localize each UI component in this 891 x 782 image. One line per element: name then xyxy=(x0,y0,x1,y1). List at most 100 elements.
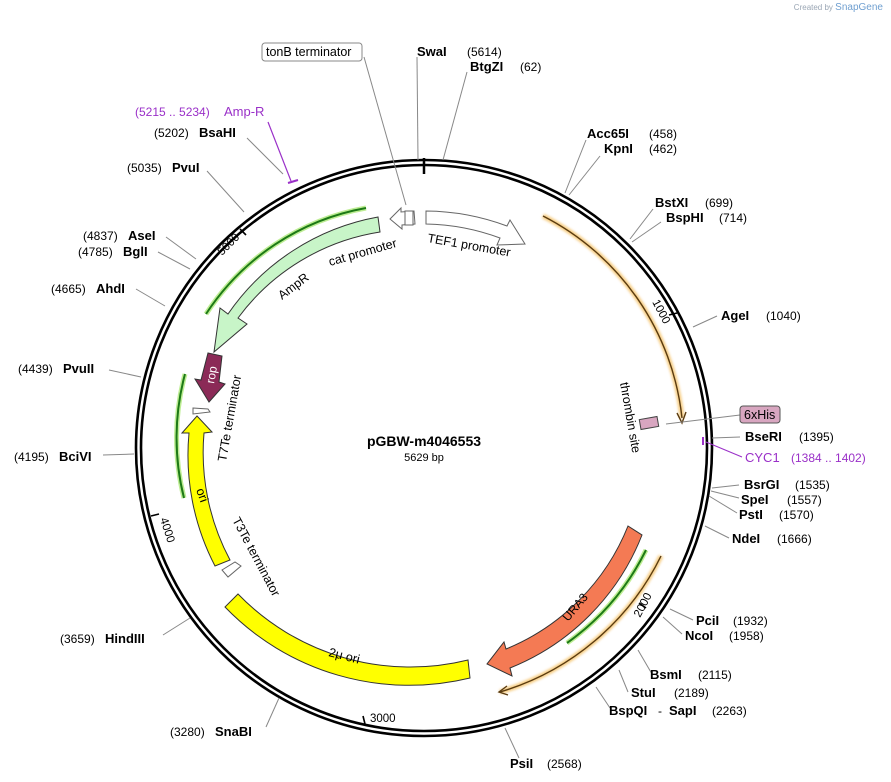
ura3-primer-line xyxy=(566,549,647,644)
his-tag-label: 6xHis xyxy=(744,408,775,422)
site-bgli-pos: (4785) xyxy=(78,245,113,259)
ori-arrow[interactable] xyxy=(180,415,231,567)
site-bcivi-name: BciVI xyxy=(59,449,92,464)
site-acc65i-pos: (458) xyxy=(649,127,677,141)
snapgene-credit: Created by SnapGene xyxy=(793,2,883,13)
site-bsahi-pos: (5202) xyxy=(154,126,189,140)
t3te-terminator-arrow[interactable] xyxy=(221,561,242,578)
site-agei-pos: (1040) xyxy=(766,309,801,323)
site-bseri-name: BseRI xyxy=(745,429,782,444)
site-leaders xyxy=(102,56,741,759)
cyc1-primer-leader xyxy=(705,441,743,458)
tonb-terminator-mark[interactable] xyxy=(404,210,414,226)
site-psii-pos: (2568) xyxy=(547,757,582,771)
tonb-terminator-box[interactable] xyxy=(261,42,363,62)
ampr-primer-name: Amp-R xyxy=(224,104,264,119)
site-asei-pos: (4837) xyxy=(83,229,118,243)
site-pvui-name: PvuI xyxy=(172,160,199,175)
tick-label-3000: 3000 xyxy=(370,713,396,725)
site-btgzi-name: BtgZI xyxy=(470,59,503,74)
ampr-arrow[interactable] xyxy=(213,216,381,354)
site-psii-name: PsiI xyxy=(510,756,533,771)
site-bcivi-pos: (4195) xyxy=(14,450,49,464)
ori-label: ori xyxy=(193,486,211,504)
t7te-terminator-arrow[interactable] xyxy=(192,407,211,415)
plasmid-name: pGBW-m4046553 xyxy=(367,433,481,449)
tick-label-4000: 4000 xyxy=(157,516,176,544)
plasmid-length: 5629 bp xyxy=(404,452,444,464)
site-bstxi-name: BstXI xyxy=(655,195,688,210)
site-bsrgi-name: BsrGI xyxy=(744,477,779,492)
ampr-primer-mark xyxy=(287,179,299,184)
site-swai-name: SwaI xyxy=(417,44,447,59)
site-bseri-pos: (1395) xyxy=(799,430,834,444)
site-kpni-pos: (462) xyxy=(649,142,677,156)
site-pcii-pos: (1932) xyxy=(733,614,768,628)
site-bstxi-pos: (699) xyxy=(705,196,733,210)
rop-primer-line xyxy=(175,373,186,499)
site-bsmi-name: BsmI xyxy=(650,667,682,682)
site-ndei-pos: (1666) xyxy=(777,532,812,546)
orf-upper-line xyxy=(542,215,683,419)
tonb-leader xyxy=(363,56,407,206)
site-spei-pos: (1557) xyxy=(787,493,822,507)
site-pvuii-pos: (4439) xyxy=(18,362,53,376)
site-kpni-name: KpnI xyxy=(604,141,633,156)
site-agei-name: AgeI xyxy=(721,308,749,323)
site-pvuii-name: PvuII xyxy=(63,361,94,376)
site-ncoi-pos: (1958) xyxy=(729,629,764,643)
site-snabi-name: SnaBI xyxy=(215,724,252,739)
thrombin-site-label: thrombin site xyxy=(617,381,643,454)
site-stui-pos: (2189) xyxy=(674,686,709,700)
site-asei-name: AseI xyxy=(128,228,155,243)
tick-3000 xyxy=(362,715,366,725)
tef1-promoter-arrow[interactable] xyxy=(425,210,526,246)
site-ndei-name: NdeI xyxy=(732,531,760,546)
ampr-primer-leader xyxy=(267,121,292,182)
site-stui-name: StuI xyxy=(631,685,656,700)
orf-lower-line xyxy=(499,555,662,693)
site-ncoi-name: NcoI xyxy=(685,628,713,643)
his-leader xyxy=(665,414,741,425)
orf-upper-arrowhead xyxy=(676,411,687,425)
site-btgzi-pos: (62) xyxy=(520,60,541,74)
site-bgli-name: BglI xyxy=(123,244,148,259)
ampr-primer-range: (5215 .. 5234) xyxy=(135,105,210,119)
site-psti-pos: (1570) xyxy=(779,508,814,522)
site-spei-name: SpeI xyxy=(741,492,768,507)
tick-5000 xyxy=(239,228,247,236)
site-bsahi-name: BsaHI xyxy=(199,125,236,140)
site-snabi-pos: (3280) xyxy=(170,725,205,739)
two-mu-ori-band[interactable] xyxy=(224,593,471,686)
site-bsphi-name: BspHI xyxy=(666,210,704,225)
site-swai-pos: (5614) xyxy=(467,45,502,59)
site-bsmi-pos: (2115) xyxy=(698,668,732,682)
tick-1000 xyxy=(668,312,678,316)
site-acc65i-name: Acc65I xyxy=(587,126,629,141)
rop-arrow[interactable] xyxy=(194,352,226,403)
thrombin-site-mark[interactable] xyxy=(638,415,660,431)
site-bspqi-pos: (2263) xyxy=(712,704,747,718)
site-bspqi-name: BspQI xyxy=(609,703,647,718)
site-sapi-name: SapI xyxy=(669,703,696,718)
site-bsrgi-pos: (1535) xyxy=(795,478,830,492)
site-hindiii-name: HindIII xyxy=(105,631,145,646)
cyc1-primer-range: (1384 .. 1402) xyxy=(791,451,866,465)
site-bspqi-sep: - xyxy=(658,704,662,718)
site-ahdi-pos: (4665) xyxy=(51,282,86,296)
ura3-arrow[interactable] xyxy=(486,525,643,677)
tick-2000 xyxy=(638,602,647,609)
cyc1-primer-name: CYC1 xyxy=(745,450,780,465)
ampr-label: AmpR xyxy=(275,270,311,302)
tick-4000 xyxy=(150,513,160,517)
site-psti-name: PstI xyxy=(739,507,763,522)
his-tag-box[interactable] xyxy=(739,405,781,424)
site-bsphi-pos: (714) xyxy=(719,211,747,225)
ampr-primer-line xyxy=(205,207,367,315)
t3te-terminator-label: T3Te terminator xyxy=(229,515,282,599)
site-pcii-name: PciI xyxy=(696,613,719,628)
tick-marks xyxy=(150,228,678,725)
site-pvui-pos: (5035) xyxy=(127,161,162,175)
site-hindiii-pos: (3659) xyxy=(60,632,95,646)
